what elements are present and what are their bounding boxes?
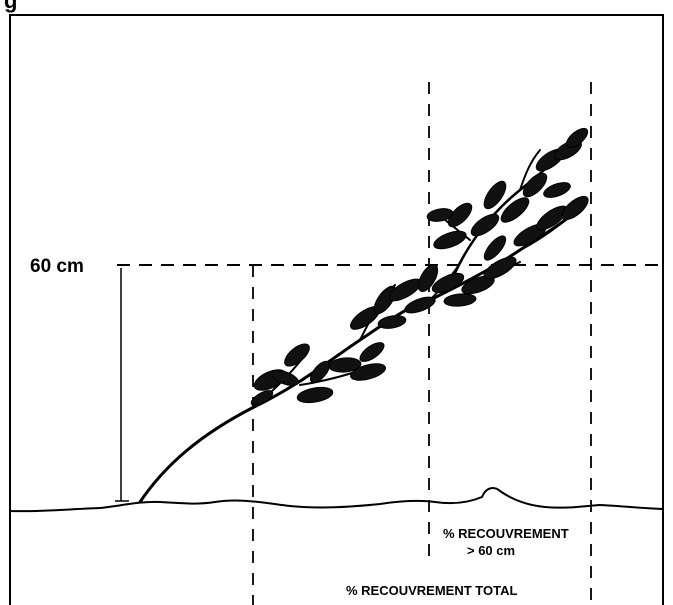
cover-above-60cm-label-line2: > 60 cm [467, 543, 515, 558]
ground-line [9, 487, 664, 513]
height-measure-bar [115, 268, 129, 502]
frame-border [9, 14, 664, 605]
height-label: 60 cm [30, 256, 84, 277]
heading-fragment: g [4, 0, 17, 13]
cover-above-60cm-label-line1: % RECOUVREMENT [443, 526, 569, 541]
plant-foliage [250, 127, 589, 406]
total-cover-label: % RECOUVREMENT TOTAL [346, 583, 517, 598]
upper-branch-b [519, 149, 541, 191]
